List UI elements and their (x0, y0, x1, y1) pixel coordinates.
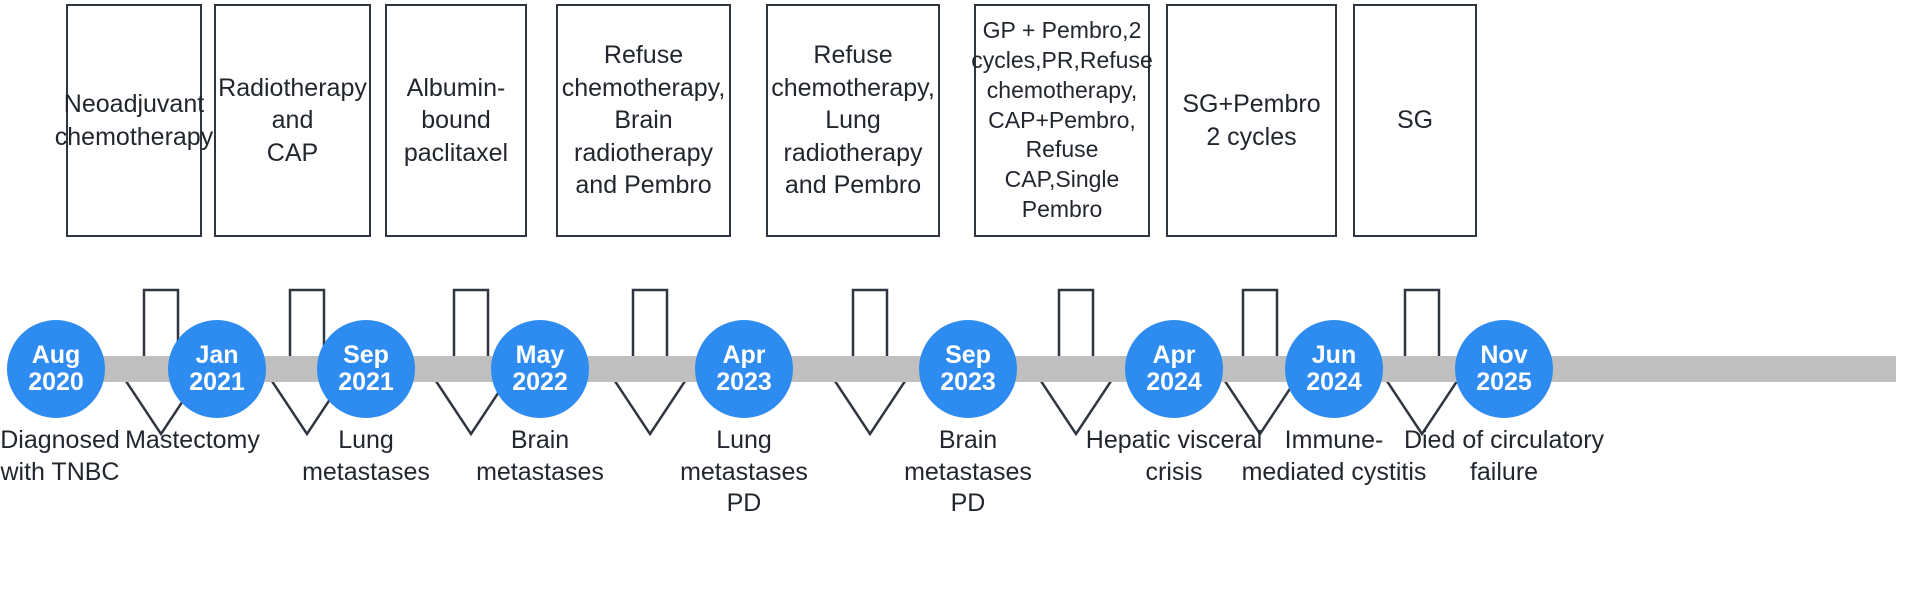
milestone-year: 2022 (512, 368, 568, 396)
treatment-box-4: Refuse chemotherapy, Brain radiotherapy … (556, 4, 731, 237)
milestone-year: 2023 (940, 368, 996, 396)
event-label-4: Brain metastases (476, 426, 604, 486)
event-label-2: Mastectomy (125, 426, 260, 454)
treatment-box-7: SG+Pembro 2 cycles (1166, 4, 1337, 237)
treatment-box-2: Radiotherapy and CAP (214, 4, 371, 237)
treatment-box-3: Albumin-bound paclitaxel (385, 4, 527, 237)
milestone-month: Jan (195, 341, 239, 369)
milestone-year: 2024 (1306, 368, 1362, 396)
milestone-year: 2021 (338, 368, 394, 396)
milestone-year: 2021 (189, 368, 245, 396)
event-label-9: Died of circulatory failure (1403, 426, 1605, 486)
milestone-month: Sep (945, 341, 991, 369)
milestone-year: 2024 (1146, 368, 1202, 396)
event-label-7: Hepatic visceral crisis (1085, 426, 1263, 486)
milestone-month: Jun (1311, 341, 1357, 369)
treatment-box-1: Neoadjuvant chemotherapy (55, 4, 213, 237)
milestone-month: Apr (722, 341, 766, 369)
milestone-month: Aug (31, 341, 81, 369)
event-label-5: Lung metastases PD (680, 426, 808, 517)
event-label-3: Lung metastases (302, 426, 430, 486)
event-label-6: Brain metastases PD (904, 426, 1032, 517)
milestone-month: May (515, 341, 565, 369)
milestone-month: Apr (1152, 341, 1196, 369)
event-label-1: Diagnosed with TNBC (0, 426, 120, 486)
milestone-month: Nov (1480, 341, 1528, 369)
milestone-year: 2025 (1476, 368, 1532, 396)
milestone-year: 2023 (716, 368, 772, 396)
treatment-box-8: SG (1353, 4, 1477, 237)
milestone-month: Sep (343, 341, 389, 369)
treatment-box-5: Refuse chemotherapy, Lung radiotherapy a… (766, 4, 940, 237)
event-label-8: Immune- mediated cystitis (1241, 426, 1427, 486)
treatment-box-6: GP + Pembro,2 cycles,PR,Refuse chemother… (971, 4, 1153, 237)
milestone-year: 2020 (28, 368, 84, 396)
